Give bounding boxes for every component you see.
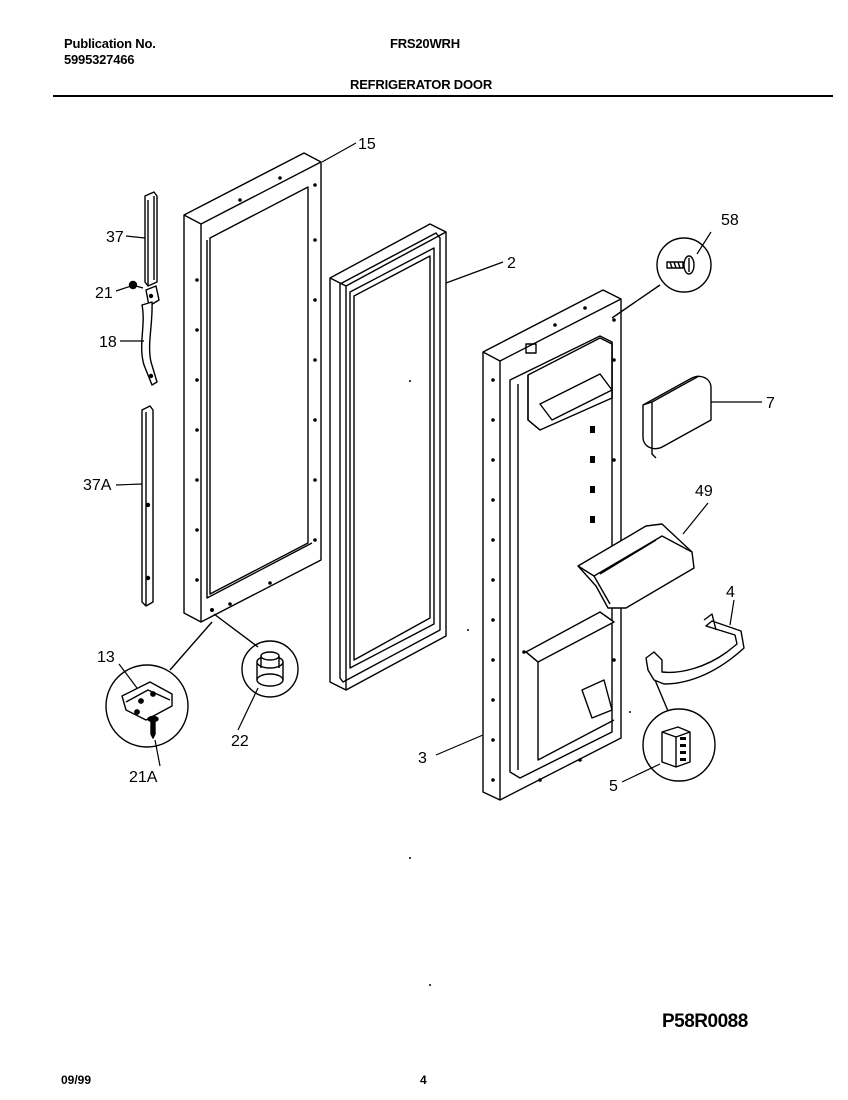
part-5-clip-detail bbox=[642, 679, 716, 782]
callout-18: 18 bbox=[99, 334, 117, 351]
callout-49: 49 bbox=[695, 483, 713, 500]
callout-2: 2 bbox=[507, 255, 516, 272]
section-title: REFRIGERATOR DOOR bbox=[350, 77, 493, 92]
part-37a-lower-trim bbox=[141, 405, 154, 607]
callout-21a: 21A bbox=[129, 769, 158, 786]
callout-37: 37 bbox=[106, 229, 124, 246]
callout-13: 13 bbox=[97, 649, 115, 666]
callout-22: 22 bbox=[231, 733, 249, 750]
part-13-lower-hinge-detail bbox=[105, 621, 213, 748]
part-18-hinge-bracket bbox=[141, 285, 160, 386]
part-49-door-bin bbox=[577, 523, 695, 609]
callout-3: 3 bbox=[418, 750, 427, 767]
publication-number: 5995327466 bbox=[64, 52, 135, 67]
publication-label: Publication No. bbox=[64, 36, 156, 51]
revision-date: 09/99 bbox=[61, 1073, 92, 1087]
part-37-upper-trim bbox=[144, 191, 158, 287]
callout-labels: 15 37 21 18 37A 2 58 7 49 4 13 22 21A 3 … bbox=[83, 136, 775, 795]
callout-21: 21 bbox=[95, 285, 113, 302]
drawing-code: P58R0088 bbox=[662, 1011, 748, 1032]
callout-4: 4 bbox=[726, 584, 735, 601]
page-number: 4 bbox=[420, 1073, 427, 1087]
part-2-door-gasket bbox=[329, 223, 447, 691]
model-number: FRS20WRH bbox=[390, 36, 460, 51]
part-15-door-frame bbox=[183, 152, 322, 623]
part-21-screw bbox=[128, 280, 144, 290]
callout-37a: 37A bbox=[83, 477, 112, 494]
leader-lines bbox=[115, 142, 762, 783]
part-7-dairy-cover bbox=[642, 375, 712, 459]
part-22-bushing-detail bbox=[213, 613, 299, 698]
callout-58: 58 bbox=[721, 212, 739, 229]
part-4-bin-rail bbox=[645, 613, 745, 685]
callout-15: 15 bbox=[358, 136, 376, 153]
part-3-door-liner bbox=[409, 289, 631, 986]
callout-7: 7 bbox=[766, 395, 775, 412]
callout-5: 5 bbox=[609, 778, 618, 795]
part-58-screw-detail bbox=[611, 237, 712, 319]
header-rule bbox=[53, 95, 833, 97]
